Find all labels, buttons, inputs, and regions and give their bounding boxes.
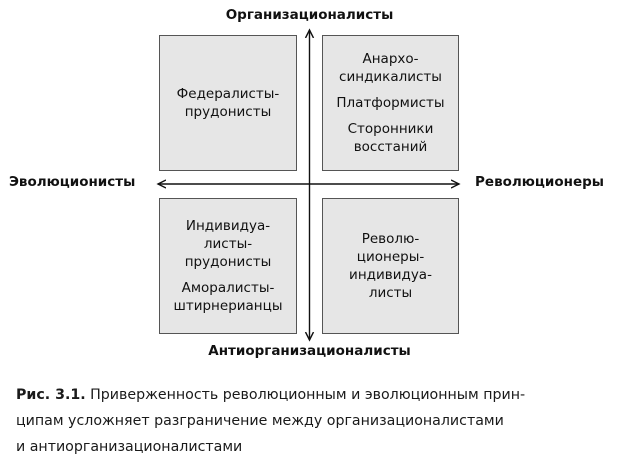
caption-line: ципам усложняет разграничение между орга… xyxy=(16,413,504,429)
entry-line: прудонисты xyxy=(184,104,272,120)
axis-label-top: Организационалисты xyxy=(225,7,394,23)
quadrant-bottom-right: Револю-ционеры-индивидуа-листы xyxy=(322,198,459,334)
entry-line: восстаний xyxy=(353,139,428,155)
caption-text: Приверженность революционным и эволюцион… xyxy=(85,387,526,403)
entry-line: синдикалисты xyxy=(339,69,442,85)
entry-line: Индивидуа- xyxy=(185,218,271,234)
quadrant-entry: Анархо-синдикалисты xyxy=(339,50,442,86)
caption-line: и антиорганизационалистами xyxy=(16,439,243,455)
axis-label-left: Эволюционисты xyxy=(9,174,136,190)
entry-line: Аморалисты- xyxy=(181,280,275,296)
quadrant-entry: Сторонники восстаний xyxy=(348,120,434,156)
entry-line: Револю- xyxy=(361,231,420,247)
axis-label-bottom: Антиорганизационалисты xyxy=(208,343,411,359)
entry-line: ционеры- xyxy=(356,249,425,265)
axis-label-right: Революционеры xyxy=(475,174,604,190)
entry-line: прудонисты xyxy=(184,254,272,270)
figure-caption: Рис. 3.1. Приверженность революционным и… xyxy=(16,382,608,460)
entry-line: Сторонники xyxy=(347,121,434,137)
entry-line: индивидуа- xyxy=(349,267,432,283)
entry-line: листы- xyxy=(203,236,253,252)
entry-line: Платформисты xyxy=(336,95,445,111)
quadrant-diagram: Организационалисты Антиорганизационалист… xyxy=(0,0,619,370)
caption-line: Рис. 3.1. Приверженность революционным и… xyxy=(16,382,608,408)
figure-number: Рис. 3.1. xyxy=(16,387,86,403)
entry-line: листы xyxy=(368,285,413,301)
axes xyxy=(0,0,619,370)
quadrant-entry: Платформисты xyxy=(336,94,444,112)
quadrant-entry: Индивидуа-листы-прудонисты xyxy=(185,217,272,271)
entry-line: штирнерианцы xyxy=(173,298,283,314)
entry-line: Анархо- xyxy=(362,51,419,67)
entry-line: Федералисты- xyxy=(176,86,280,102)
quadrant-entry: Аморалисты-штирнерианцы xyxy=(174,279,283,315)
quadrant-entry: Федералисты-прудонисты xyxy=(177,85,280,121)
quadrant-entry: Револю-ционеры-индивидуа-листы xyxy=(349,230,432,302)
quadrant-top-left: Федералисты-прудонисты xyxy=(159,35,297,171)
